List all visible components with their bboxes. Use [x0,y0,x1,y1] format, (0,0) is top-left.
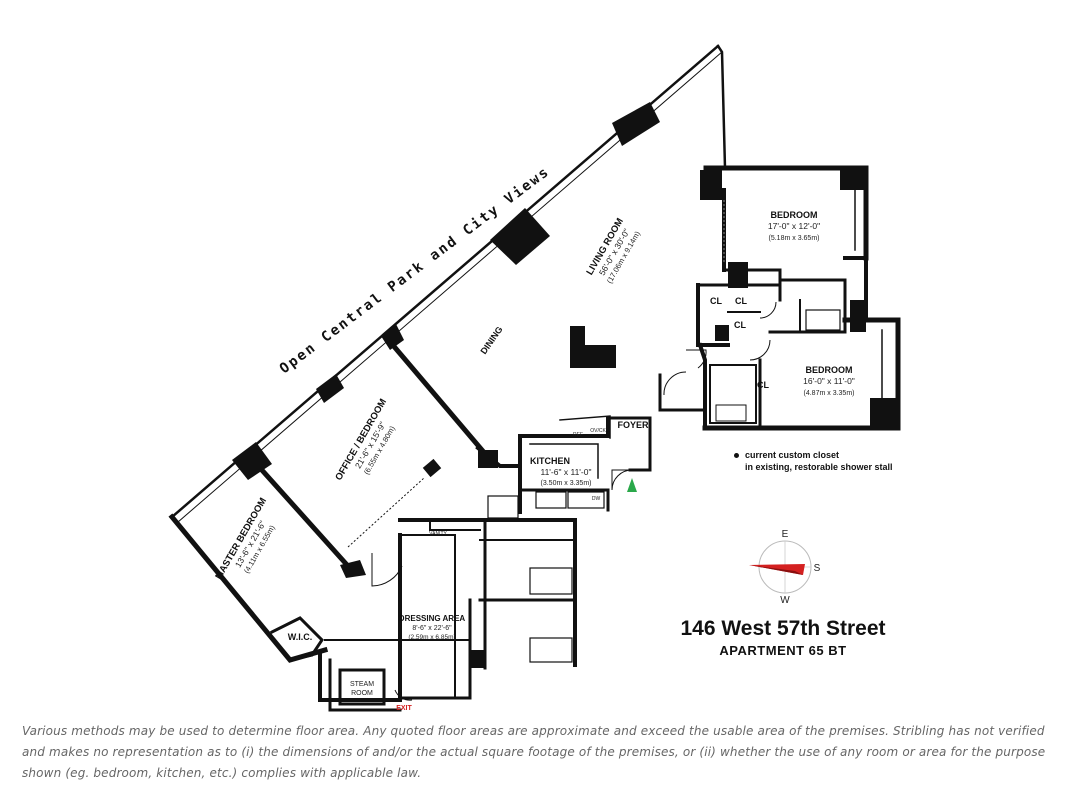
svg-text:8'-6" x 22'-6": 8'-6" x 22'-6" [412,625,452,632]
bedroom-1-label: BEDROOM 17'-0" x 12'-0" (5.18m x 3.65m) [768,210,820,242]
closet-label-3: CL [734,320,746,330]
svg-text:17'-0" x 12'-0": 17'-0" x 12'-0" [768,221,820,231]
bullet-icon [734,453,739,459]
svg-text:(5.18m x 3.65m): (5.18m x 3.65m) [769,235,820,242]
svg-text:BEDROOM: BEDROOM [771,210,818,220]
closet-note: current custom closet in existing, resto… [734,449,893,473]
compass-e-label: E [782,529,789,540]
svg-text:(4.87m x 3.35m): (4.87m x 3.35m) [804,390,855,397]
compass-icon: E S W [749,529,821,606]
svg-text:BEDROOM: BEDROOM [806,365,853,375]
ref-label: REF [573,432,583,438]
office-bedroom-label: OFFICE / BEDROOM 21'-6" x 15'-9" (6.55m … [333,397,397,483]
compass-w-label: W [780,595,790,606]
svg-text:KITCHEN: KITCHEN [530,456,570,466]
foyer-label: FOYER [617,420,649,430]
kitchen-label: KITCHEN 11'-6" x 11'-0" (3.50m x 3.35m) [530,456,592,487]
floor-plan: Open Central Park and City Views LIVING … [168,44,901,712]
walls [168,44,901,712]
bedroom-2-label: BEDROOM 16'-0" x 11'-0" (4.87m x 3.35m) [803,365,855,397]
master-bedroom-label: MASTER BEDROOM 13'-6" x 21'-6" (4.11m x … [213,496,277,582]
note-line-1: current custom closet [745,450,840,460]
apartment-number: APARTMENT 65 BT [719,643,847,658]
compass-s-label: S [814,563,821,574]
vanity-label: VANITY [429,531,447,537]
svg-text:(3.50m x 3.35m): (3.50m x 3.35m) [541,480,592,487]
closet-label-2: CL [735,296,747,306]
living-room-label: LIVING ROOM 56'-0" x 30'-0" (17.06m x 9.… [584,216,642,285]
closet-label-1: CL [710,296,722,306]
views-label: Open Central Park and City Views [277,164,553,378]
street-address: 146 West 57th Street [680,617,886,640]
svg-text:(2.59m x 6.85m): (2.59m x 6.85m) [408,634,455,641]
oven-label: OV/CK [590,428,606,434]
wic-label: W.I.C. [288,632,313,642]
svg-text:11'-6" x 11'-0": 11'-6" x 11'-0" [540,467,591,477]
svg-text:DRESSING AREA: DRESSING AREA [399,614,466,623]
columns [232,102,898,668]
closet-label-4: CL [757,380,769,390]
note-line-2: in existing, restorable shower stall [745,462,893,472]
address-block: 146 West 57th Street APARTMENT 65 BT [668,616,898,660]
exit-label: EXIT [396,705,412,712]
door-swings [371,301,777,701]
steam-room-label-2: ROOM [351,690,373,697]
disclaimer: Various methods may be used to determine… [22,724,1046,780]
dining-label: DINING [478,325,504,357]
entry-arrow-icon [627,478,637,492]
dw-label: DW [592,496,601,502]
svg-text:16'-0" x 11'-0": 16'-0" x 11'-0" [803,376,855,386]
steam-room-label-1: STEAM [350,681,374,688]
svg-text:DINING: DINING [478,325,504,357]
dressing-area-label: DRESSING AREA 8'-6" x 22'-6" (2.59m x 6.… [399,614,466,641]
